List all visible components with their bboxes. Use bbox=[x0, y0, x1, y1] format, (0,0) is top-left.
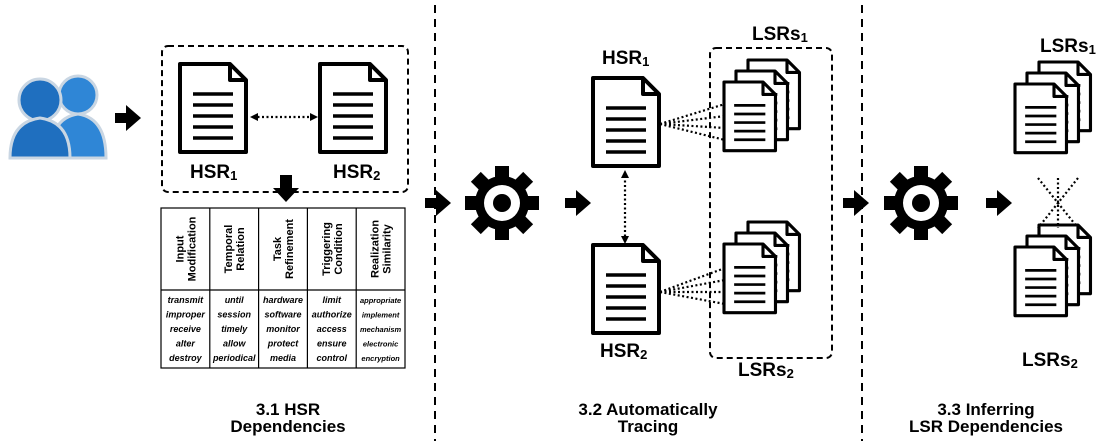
section1-caption-line2: Dependencies bbox=[230, 417, 345, 436]
table-cell: media bbox=[270, 353, 296, 363]
table-header: TriggeringCondition bbox=[321, 222, 345, 276]
users-icon bbox=[8, 74, 108, 160]
table-cell: timely bbox=[221, 324, 248, 334]
trace-links-2 bbox=[659, 266, 726, 306]
table-cell: control bbox=[317, 353, 348, 363]
table-cell: hardware bbox=[263, 295, 303, 305]
table-cell: monitor bbox=[266, 324, 300, 334]
table-cell: improper bbox=[166, 310, 206, 320]
lsrs1-label: LSRs1 bbox=[752, 24, 808, 45]
right-arrow-icon bbox=[843, 190, 869, 216]
right-arrow-icon bbox=[425, 190, 451, 216]
table-header: TaskRefinement bbox=[272, 219, 296, 279]
lsrs-box bbox=[709, 47, 833, 359]
table-header: RealizationSimilarity bbox=[370, 220, 394, 278]
section3-caption-line1: 3.3 Inferring bbox=[937, 400, 1034, 419]
document-icon bbox=[591, 243, 661, 335]
table-cell: alter bbox=[176, 339, 196, 349]
table-cell: until bbox=[225, 295, 244, 305]
hsr1-label: HSR1 bbox=[602, 48, 649, 69]
gear-icon bbox=[884, 166, 958, 240]
gear-icon bbox=[465, 166, 539, 240]
right-arrow-icon bbox=[986, 190, 1012, 216]
dependency-table: InputModification TemporalRelation TaskRef… bbox=[160, 207, 406, 369]
table-cell: implement bbox=[362, 311, 400, 320]
table-cell: appropriate bbox=[360, 296, 401, 305]
document-stack-icon bbox=[1015, 62, 1090, 153]
table-cell: ensure bbox=[317, 339, 347, 349]
section2-caption-line2: Tracing bbox=[618, 417, 678, 436]
lsr-dependency-links bbox=[1037, 177, 1079, 229]
document-stack-icon bbox=[724, 60, 799, 151]
table-cell: periodical bbox=[212, 353, 256, 363]
table-cell: destroy bbox=[169, 353, 203, 363]
down-arrow-icon bbox=[273, 175, 299, 202]
document-stack-icon bbox=[724, 222, 799, 313]
document-icon bbox=[178, 62, 248, 154]
section2-caption-line1: 3.2 Automatically bbox=[578, 400, 718, 419]
trace-links-1 bbox=[659, 102, 726, 142]
table-cell: limit bbox=[323, 295, 343, 305]
table-cell: electronic bbox=[363, 340, 399, 349]
right-arrow-icon bbox=[565, 190, 591, 216]
hsr2-label: HSR2 bbox=[333, 162, 380, 183]
table-cell: authorize bbox=[312, 310, 352, 320]
table-cell: receive bbox=[170, 324, 201, 334]
table-cell: session bbox=[217, 310, 251, 320]
hsr-dependency-link bbox=[621, 170, 629, 244]
lsrs1-label: LSRs1 bbox=[1040, 36, 1096, 57]
table-cell: mechanism bbox=[360, 325, 402, 334]
table-cell: transmit bbox=[168, 295, 205, 305]
dependency-link bbox=[250, 113, 318, 121]
table-cell: encryption bbox=[361, 354, 400, 363]
lsrs2-label: LSRs2 bbox=[738, 360, 794, 381]
document-stack-icon bbox=[1015, 225, 1090, 316]
table-header: InputModification bbox=[174, 216, 198, 281]
right-arrow-icon bbox=[115, 105, 141, 131]
lsrs2-label: LSRs2 bbox=[1022, 350, 1078, 371]
table-cell: software bbox=[264, 310, 301, 320]
table-header: TemporalRelation bbox=[223, 225, 247, 274]
document-icon bbox=[591, 76, 661, 168]
section1-caption-line1: 3.1 HSR bbox=[256, 400, 320, 419]
section3-caption-line2: LSR Dependencies bbox=[909, 417, 1063, 436]
table-cell: allow bbox=[223, 339, 247, 349]
hsr2-label: HSR2 bbox=[600, 341, 647, 362]
table-cell: protect bbox=[267, 339, 300, 349]
table-cell: access bbox=[317, 324, 347, 334]
document-icon bbox=[318, 62, 388, 154]
hsr1-label: HSR1 bbox=[190, 162, 237, 183]
